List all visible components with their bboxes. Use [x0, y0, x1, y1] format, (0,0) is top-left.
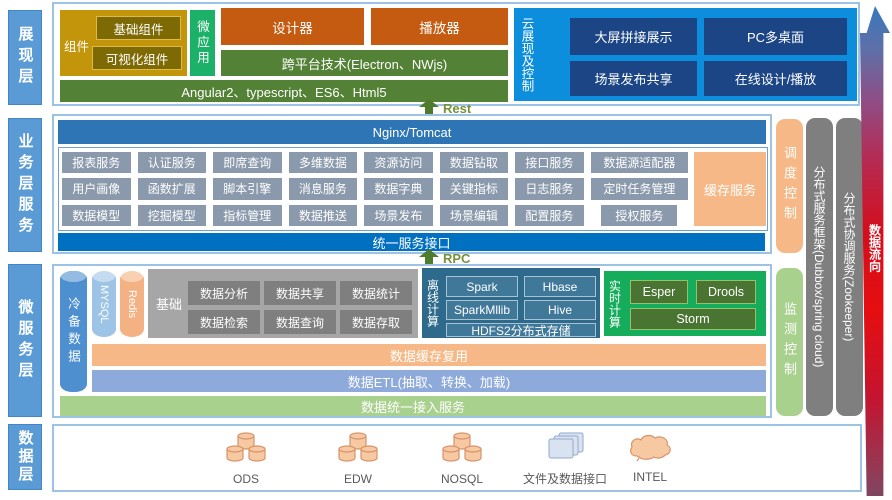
layer-tab-presentation: 展现层: [8, 10, 42, 105]
service-box: SparkMllib: [446, 300, 518, 320]
distributed-coordination-pill: 分布式协调服务(Zookeeper): [836, 118, 863, 416]
service-box: 即席查询: [213, 152, 282, 174]
rpc-arrow-label: RPC: [443, 251, 471, 266]
service-box: Esper: [630, 280, 688, 304]
service-box: Hbase: [524, 276, 596, 297]
visual-components-box: 可视化组件: [92, 46, 182, 70]
pc-multi-desktop-box: PC多桌面: [704, 18, 847, 55]
service-box: 数据字典: [364, 178, 433, 200]
nginx-tomcat-bar: Nginx/Tomcat: [58, 120, 766, 144]
service-box: 函数扩展: [137, 178, 207, 200]
service-box: 用户画像: [62, 178, 131, 200]
service-box: Drools: [696, 280, 756, 304]
data-source-ods: ODS: [206, 430, 286, 486]
data-source-label: 文件及数据接口: [522, 472, 607, 486]
service-box: 多维数据: [288, 152, 358, 174]
data-source-nosql: NOSQL: [422, 430, 502, 486]
micro-app-box: 微应用: [190, 10, 215, 76]
service-box: 挖掘模型: [137, 204, 207, 226]
service-box: Hive: [524, 300, 596, 320]
service-box: 报表服务: [62, 152, 131, 174]
base-block-label: 基础: [155, 297, 182, 312]
data-source-label: INTEL: [632, 470, 667, 484]
data-unified-access-bar: 数据统一接入服务: [60, 396, 766, 416]
cloud-icon: [626, 432, 674, 462]
service-box: 消息服务: [288, 178, 358, 200]
layer-tab-microservice: 微服务层: [8, 264, 42, 417]
service-box: 定时任务管理: [590, 178, 688, 200]
data-source-files: 文件及数据接口: [508, 432, 622, 487]
service-box: 认证服务: [137, 152, 207, 174]
database-cluster-icon: [224, 430, 268, 464]
service-box: 资源访问: [364, 152, 433, 174]
service-box: 配置服务: [515, 204, 584, 226]
service-box: Storm: [630, 308, 756, 330]
service-box: 数据检索: [188, 310, 260, 334]
service-box: 指标管理: [213, 204, 282, 226]
cache-service-box: 缓存服务: [694, 152, 766, 226]
big-screen-display-box: 大屏拼接展示: [570, 18, 697, 55]
data-flow-label: 数据流向: [867, 224, 882, 272]
unified-service-api-bar: 统一服务接口: [58, 233, 765, 251]
cloud-box-label: 云展现及控制: [519, 17, 534, 92]
service-box: 数据源适配器: [590, 152, 688, 174]
layer-tab-data: 数据层: [8, 424, 42, 490]
service-box: 关键指标: [439, 178, 509, 200]
basic-components-box: 基础组件: [96, 16, 181, 40]
redis-cylinder: Redis: [120, 271, 144, 337]
service-box: 数据钻取: [439, 152, 509, 174]
files-icon: [543, 432, 587, 462]
service-box: 场景编辑: [439, 204, 509, 226]
database-cluster-icon: [440, 430, 484, 464]
service-box: 场景发布: [364, 204, 433, 226]
cloud-display-control-box: 云展现及控制 大屏拼接展示 PC多桌面 场景发布共享 在线设计/播放: [514, 8, 857, 101]
service-box: 日志服务: [515, 178, 584, 200]
business-services-grid: 报表服务 认证服务 即席查询 多维数据 资源访问 数据钻取 接口服务 数据源适配…: [62, 152, 688, 226]
realtime-computing-block: 实时计算 Esper Drools Storm: [604, 271, 766, 336]
service-box: 接口服务: [515, 152, 584, 174]
service-box: 数据共享: [264, 281, 336, 305]
component-group: 组件 基础组件 可视化组件: [60, 10, 187, 76]
realtime-block-label: 实时计算: [607, 279, 622, 328]
rest-arrow-label: Rest: [443, 101, 472, 116]
service-box: 数据查询: [264, 310, 336, 334]
layer-tab-business: 业务层服务: [8, 118, 42, 252]
base-services-block: 基础 数据分析 数据共享 数据统计 数据检索 数据查询 数据存取: [148, 269, 418, 338]
data-cache-reuse-bar: 数据缓存复用: [92, 344, 766, 366]
data-source-label: ODS: [232, 472, 259, 486]
scheduling-control-pill: 调度控制: [776, 119, 803, 253]
frontend-stack-bar: Angular2、typescript、ES6、Html5: [60, 80, 508, 102]
monitoring-control-pill: 监测控制: [776, 268, 803, 416]
mysql-cylinder: MYSQL: [92, 271, 116, 337]
service-box: 数据统计: [340, 281, 412, 305]
service-box: 数据模型: [62, 204, 131, 226]
database-cluster-icon: [336, 430, 380, 464]
service-box: 数据分析: [188, 281, 260, 305]
player-box: 播放器: [371, 8, 508, 45]
service-box: Spark: [446, 276, 518, 297]
scene-publish-share-box: 场景发布共享: [570, 61, 697, 96]
service-box: 数据推送: [288, 204, 358, 226]
data-source-intel: INTEL: [610, 432, 690, 484]
data-source-label: NOSQL: [440, 472, 483, 486]
distributed-service-framework-pill: 分布式服务框架(Dubbox/spring cloud): [806, 118, 833, 416]
online-design-play-box: 在线设计/播放: [704, 61, 847, 96]
service-box: 脚本引擎: [213, 178, 282, 200]
service-box: 授权服务: [601, 204, 678, 226]
cross-platform-bar: 跨平台技术(Electron、NWjs): [221, 50, 508, 76]
offline-computing-block: 离线计算 Spark Hbase SparkMllib Hive HDFS2分布…: [422, 268, 600, 338]
service-box: HDFS2分布式存储: [446, 323, 596, 338]
cold-backup-cylinder: 冷备数据: [60, 271, 87, 392]
service-box: 数据存取: [340, 310, 412, 334]
data-etl-bar: 数据ETL(抽取、转换、加载): [92, 370, 766, 392]
designer-box: 设计器: [221, 8, 364, 45]
data-source-edw: EDW: [318, 430, 398, 486]
component-group-label: 组件: [64, 40, 90, 54]
offline-block-label: 离线计算: [425, 279, 440, 327]
data-source-label: EDW: [344, 472, 372, 486]
